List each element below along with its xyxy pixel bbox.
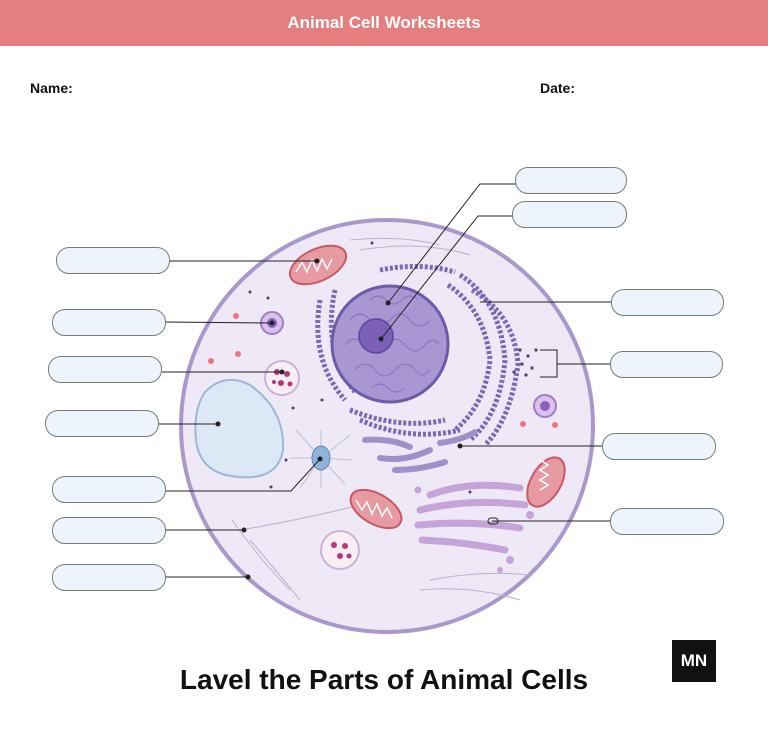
answer-box-nucleolus[interactable] <box>515 167 627 194</box>
nucleolus <box>359 319 393 353</box>
answer-box-smooth-er[interactable] <box>602 433 716 460</box>
answer-box-cell-membrane[interactable] <box>52 564 166 591</box>
answer-box-nucleus[interactable] <box>512 201 627 228</box>
answer-box-centrosome[interactable] <box>52 476 166 503</box>
answer-box-vacuole[interactable] <box>45 410 159 437</box>
answer-box-mitochondrion[interactable] <box>56 247 170 274</box>
worksheet-title: Lavel the Parts of Animal Cells <box>0 664 768 696</box>
brand-logo: MN <box>672 640 716 682</box>
peroxisome <box>265 361 299 395</box>
answer-box-peroxisome[interactable] <box>48 356 162 383</box>
lysosome <box>534 395 556 417</box>
peroxisome <box>321 531 359 569</box>
answer-box-lysosome[interactable] <box>52 309 166 336</box>
answer-box-cytoskeleton[interactable] <box>52 517 166 544</box>
answer-box-golgi[interactable] <box>610 508 724 535</box>
answer-box-ribosomes[interactable] <box>610 351 723 378</box>
answer-box-rough-er[interactable] <box>611 289 724 316</box>
